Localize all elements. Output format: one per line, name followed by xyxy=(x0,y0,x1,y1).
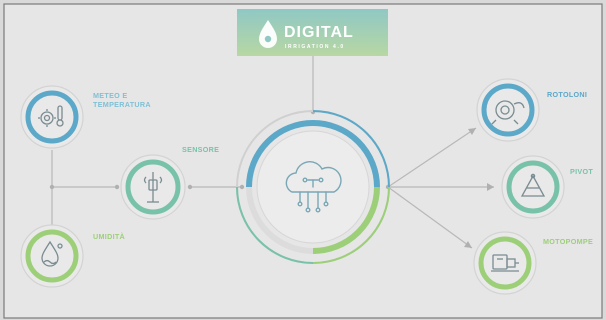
hub-to-motopompe-connector xyxy=(387,186,473,249)
meteo-ring xyxy=(25,90,79,144)
sensor-icon xyxy=(143,172,163,203)
connectors xyxy=(51,56,494,249)
meteo-label-line2: TEMPERATURA xyxy=(93,100,151,109)
umidita-label: UMIDITÀ xyxy=(93,232,125,241)
motor-pump-icon xyxy=(491,254,519,272)
hub-outer-arc-green xyxy=(312,186,390,264)
hub-node xyxy=(236,110,390,264)
hub-outer-arc-blue xyxy=(312,110,390,188)
logo: DIGITAL IRRIGATION 4.0 xyxy=(237,9,388,56)
pivot-node: PIVOT xyxy=(501,155,593,219)
rotoloni-label: ROTOLONI xyxy=(547,90,587,99)
motopompe-node: MOTOPOMPE xyxy=(473,231,593,295)
pivot-icon xyxy=(520,173,546,197)
water-drop-logo-icon xyxy=(259,20,277,48)
umidita-ring xyxy=(25,229,79,283)
logo-title: DIGITAL xyxy=(284,24,354,41)
connector-arrowheads xyxy=(464,128,494,248)
gear-thermometer-icon xyxy=(38,105,64,127)
logo-subtitle: IRRIGATION 4.0 xyxy=(285,44,345,50)
motopompe-ring xyxy=(478,236,532,290)
hub-outer-arc-teal xyxy=(236,186,314,264)
pivot-ring xyxy=(506,160,560,214)
motopompe-label: MOTOPOMPE xyxy=(543,237,593,246)
hub-to-rotoloni-connector xyxy=(387,127,477,188)
rotoloni-ring xyxy=(481,83,535,137)
sensore-label: SENSORE xyxy=(182,145,219,154)
hose-reel-icon xyxy=(491,100,525,125)
meteo-label-line1: METEO E xyxy=(93,91,127,100)
hub-thick-arc-green xyxy=(312,186,380,254)
pivot-label: PIVOT xyxy=(570,167,593,176)
hub-thick-arc-blue xyxy=(246,120,380,188)
cloud-network-icon xyxy=(285,161,342,213)
meteo-node: METEO E TEMPERATURA xyxy=(20,85,151,149)
rotoloni-node: ROTOLONI xyxy=(476,78,587,142)
umidita-node: UMIDITÀ xyxy=(20,224,125,288)
sensore-node: SENSORE xyxy=(120,145,219,220)
water-drop-icon xyxy=(41,240,63,267)
